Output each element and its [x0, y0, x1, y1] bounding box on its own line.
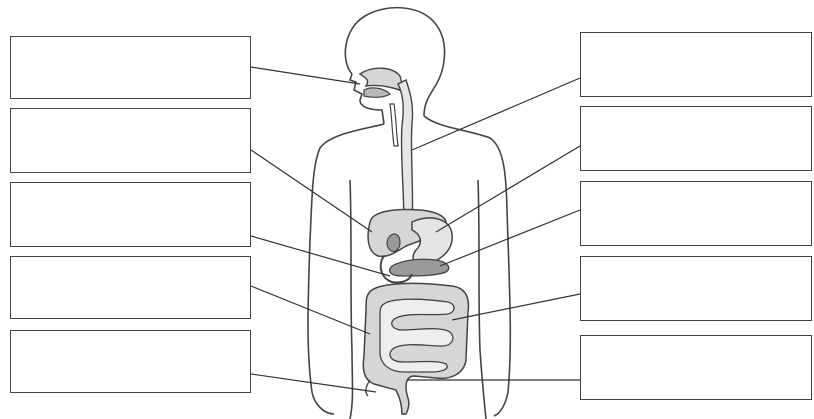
label-box-right-2[interactable]: [580, 106, 812, 171]
label-box-right-3[interactable]: [580, 181, 812, 246]
gallbladder: [387, 234, 400, 252]
label-box-left-2[interactable]: [10, 108, 251, 173]
tongue: [364, 88, 390, 97]
torso-side-left: [350, 180, 353, 419]
label-box-left-4[interactable]: [10, 256, 251, 319]
label-box-right-1[interactable]: [580, 32, 812, 97]
leader-line-right-4: [452, 294, 580, 320]
torso-side-right: [478, 180, 486, 419]
leader-line-right-3: [440, 210, 580, 266]
label-box-right-5[interactable]: [580, 335, 812, 400]
label-box-left-1[interactable]: [10, 36, 251, 99]
leader-line-right-1: [412, 78, 580, 150]
appendix: [366, 380, 370, 396]
label-box-left-5[interactable]: [10, 330, 251, 393]
esophagus: [398, 80, 413, 228]
label-box-left-3[interactable]: [10, 182, 251, 247]
pancreas: [390, 259, 449, 276]
leader-line-left-1: [251, 67, 360, 84]
label-box-right-4[interactable]: [580, 256, 812, 321]
leader-line-left-4: [251, 286, 370, 334]
leader-line-left-5: [251, 374, 376, 392]
trachea: [390, 104, 398, 146]
